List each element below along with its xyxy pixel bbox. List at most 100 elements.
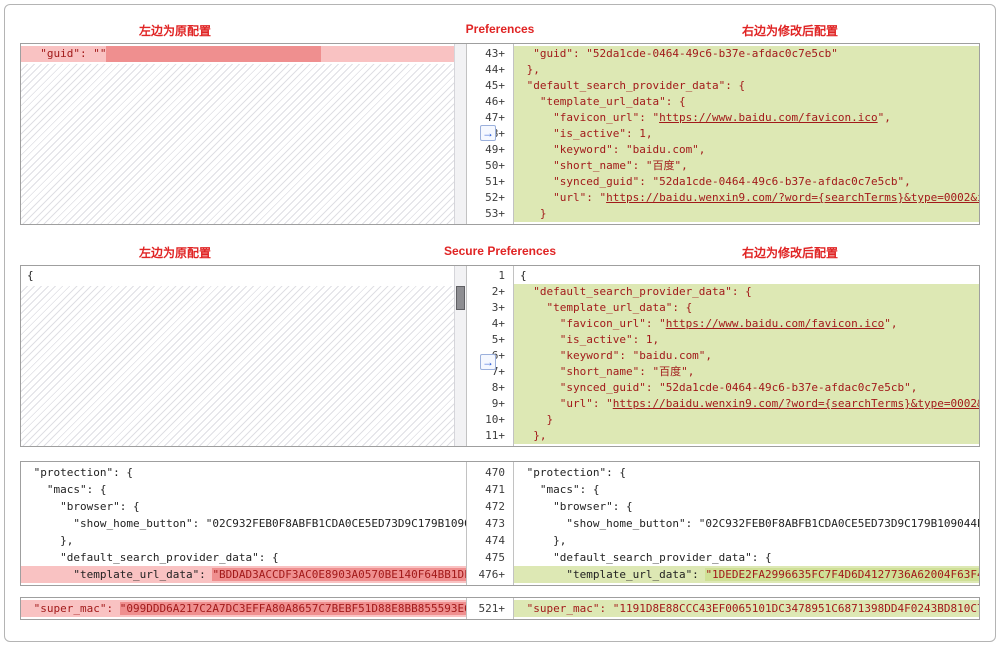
code-line: "default_search_provider_data": { xyxy=(21,549,466,566)
code-line: "guid": "52da1cde-0464-49c6-b37e-afdac0c… xyxy=(514,46,979,62)
code-text: "super_mac": xyxy=(520,602,613,615)
section-header: 左边为原配置 Preferences 右边为修改后配置 xyxy=(20,17,980,43)
code-text: }, xyxy=(520,534,567,547)
code-line: }, xyxy=(514,62,979,78)
line-number: 11+ xyxy=(485,429,505,442)
diff-panel: "super_mac": "099DDD6A217C2A7DC3EFFA80A8… xyxy=(20,597,980,620)
code-line: } xyxy=(514,412,979,428)
code-text: "protection": { xyxy=(520,466,626,479)
code-text: { xyxy=(520,269,527,282)
right-pane-caption: 右边为修改后配置 xyxy=(741,24,838,38)
file-title: Secure Preferences xyxy=(443,244,557,258)
code-text: "url": " xyxy=(520,191,607,204)
copy-to-right-arrow-button[interactable]: → xyxy=(480,125,496,141)
left-code-pane[interactable]: "super_mac": "099DDD6A217C2A7DC3EFFA80A8… xyxy=(21,598,467,619)
left-code-pane[interactable]: "protection": { "macs": { "browser": { "… xyxy=(21,462,467,585)
right-code-pane[interactable]: "guid": "52da1cde-0464-49c6-b37e-afdac0c… xyxy=(513,44,979,224)
line-number: 52+ xyxy=(485,191,505,204)
url-link[interactable]: https://www.baidu.com/favicon.ico xyxy=(659,111,878,124)
code-text: "is_active": 1, xyxy=(520,333,660,346)
code-text: "BDDAD3ACCDF3AC0E8903A0570BE140F64BB1DFE… xyxy=(212,568,466,581)
line-number: 43+ xyxy=(485,47,505,60)
code-line: "template_url_data": "BDDAD3ACCDF3AC0E89… xyxy=(21,566,466,583)
code-text: "template_url_data": xyxy=(520,568,706,581)
code-text: }, xyxy=(520,63,540,76)
code-text: } xyxy=(520,207,547,220)
code-line: "favicon_url": "https://www.baidu.com/fa… xyxy=(514,110,979,126)
left-pane-caption: 左边为原配置 xyxy=(138,24,211,38)
line-number: 46+ xyxy=(485,95,505,108)
code-text: "synced_guid": "52da1cde-0464-49c6-b37e-… xyxy=(520,175,911,188)
code-line: "url": "https://baidu.wenxin9.com/?word=… xyxy=(514,396,979,412)
code-line: }, xyxy=(21,532,466,549)
code-line: "browser": { xyxy=(21,498,466,515)
code-line: "default_search_provider_data": { xyxy=(514,549,979,566)
line-number: 473 xyxy=(485,517,505,530)
code-text: ", xyxy=(877,111,891,124)
line-number: 474 xyxy=(485,534,505,547)
code-line: { xyxy=(21,268,466,284)
super-mac-diff-section: "super_mac": "099DDD6A217C2A7DC3EFFA80A8… xyxy=(20,597,980,620)
left-pane-caption: 左边为原配置 xyxy=(138,246,211,260)
scrollbar-thumb[interactable] xyxy=(456,286,465,310)
code-line: "favicon_url": "https://www.baidu.com/fa… xyxy=(514,316,979,332)
right-code-pane[interactable]: { "default_search_provider_data": { "tem… xyxy=(513,266,979,446)
code-line: "protection": { xyxy=(21,464,466,481)
code-text: "keyword": "baidu.com", xyxy=(520,349,713,362)
code-text: "guid": "52da1cde-0464-49c6-b37e-afdac0c… xyxy=(520,47,838,60)
code-line: "synced_guid": "52da1cde-0464-49c6-b37e-… xyxy=(514,380,979,396)
code-line: "protection": { xyxy=(514,464,979,481)
empty-region-hatch xyxy=(21,64,466,224)
copy-to-right-arrow-button[interactable]: → xyxy=(480,354,496,370)
code-text: "super_mac": xyxy=(27,602,120,615)
line-number: 44+ xyxy=(485,63,505,76)
code-text: "short_name": "百度", xyxy=(520,365,695,378)
code-line: "short_name": "百度", xyxy=(514,158,979,174)
line-number: 8+ xyxy=(491,381,505,394)
code-line: "is_active": 1, xyxy=(514,126,979,142)
diff-content: 左边为原配置 Preferences 右边为修改后配置 "guid": "" 4… xyxy=(5,5,995,620)
right-code-pane[interactable]: "super_mac": "1191D8E88CCC43EF0065101DC3… xyxy=(513,598,979,619)
code-line: } xyxy=(514,206,979,222)
protection-macs-diff-section: "protection": { "macs": { "browser": { "… xyxy=(20,461,980,586)
code-text: "favicon_url": " xyxy=(520,111,660,124)
code-line: "url": "https://baidu.wenxin9.com/?word=… xyxy=(514,190,979,206)
left-code-pane[interactable]: { xyxy=(21,266,467,446)
code-line: "template_url_data": { xyxy=(514,94,979,110)
line-number-gutter: 521+ xyxy=(467,598,513,619)
code-text: }, xyxy=(27,534,74,547)
line-number: 45+ xyxy=(485,79,505,92)
code-text: "1DEDE2FA2996635FC7F4D6D4127736A62004F63… xyxy=(705,568,979,581)
right-code-pane[interactable]: "protection": { "macs": { "browser": { "… xyxy=(513,462,979,585)
code-text: } xyxy=(520,413,554,426)
code-line: "show_home_button": "02C932FEB0F8ABFB1CD… xyxy=(514,515,979,532)
left-code-pane[interactable]: "guid": "" xyxy=(21,44,467,224)
code-line: "template_url_data": "1DEDE2FA2996635FC7… xyxy=(514,566,979,583)
line-number: 472 xyxy=(485,500,505,513)
left-pane-scrollbar[interactable] xyxy=(454,266,466,446)
code-text xyxy=(106,46,322,62)
code-text: "show_home_button": "02C932FEB0F8ABFB1CD… xyxy=(566,517,979,530)
url-link[interactable]: https://www.baidu.com/favicon.ico xyxy=(665,317,885,330)
code-line: }, xyxy=(514,428,979,444)
right-pane-caption: 右边为修改后配置 xyxy=(741,246,838,260)
line-number: 476+ xyxy=(478,568,506,581)
url-link[interactable]: https://baidu.wenxin9.com/?word={searchT… xyxy=(606,191,979,204)
line-number: 5+ xyxy=(491,333,505,346)
line-number: 50+ xyxy=(485,159,505,172)
code-line: "macs": { xyxy=(514,481,979,498)
code-text: }, xyxy=(520,429,547,442)
code-text: "default_search_provider_data": { xyxy=(520,79,746,92)
code-text: "1191D8E88CCC43EF0065101DC3478951C687139… xyxy=(612,602,979,615)
code-text: "macs": { xyxy=(520,483,600,496)
line-number: 47+ xyxy=(485,111,505,124)
code-line: "synced_guid": "52da1cde-0464-49c6-b37e-… xyxy=(514,174,979,190)
code-line: }, xyxy=(514,532,979,549)
code-text: ", xyxy=(884,317,898,330)
url-link[interactable]: https://baidu.wenxin9.com/?word={searchT… xyxy=(612,397,979,410)
left-pane-scrollbar[interactable] xyxy=(454,44,466,224)
code-text: "synced_guid": "52da1cde-0464-49c6-b37e-… xyxy=(520,381,918,394)
